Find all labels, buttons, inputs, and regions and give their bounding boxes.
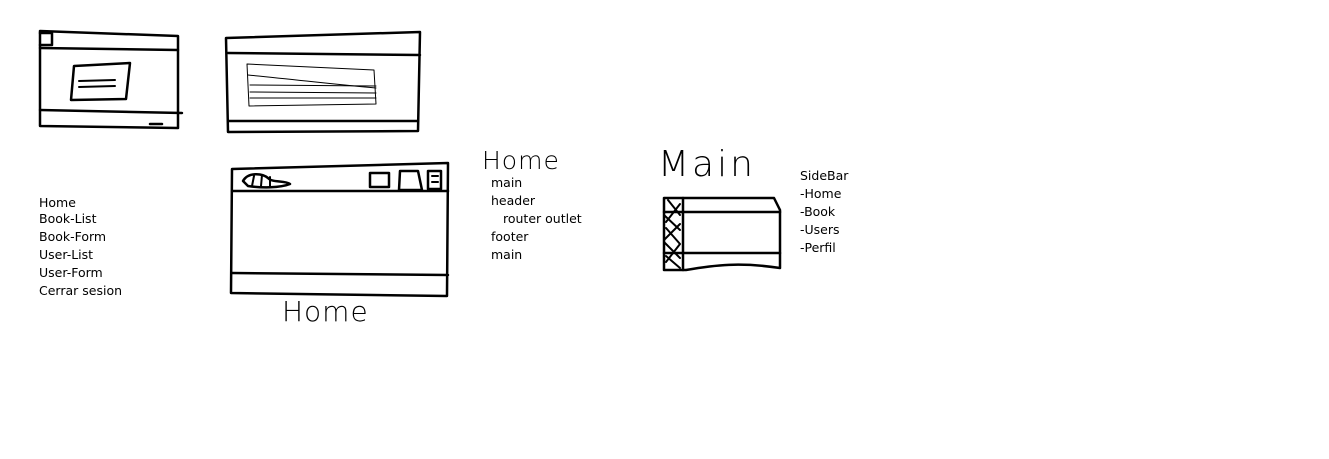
home-item-footer: footer (491, 229, 529, 244)
nav-item-user-form: User-Form (39, 265, 103, 280)
sidebar-item-book: -Book (800, 204, 836, 219)
navigation-list: Home Book-List Book-Form User-List User-… (39, 195, 122, 300)
nav-item-book-form: Book-Form (39, 229, 107, 244)
dialog-wireframe (38, 29, 184, 130)
panel-wireframe (224, 30, 422, 134)
nav-item-user-list: User-List (39, 247, 94, 262)
sidebar-item-perfil: -Perfil (800, 240, 836, 255)
main-title: Main (658, 144, 756, 185)
panel-content-lines (246, 63, 377, 107)
home-item-header: header (491, 193, 536, 208)
nav-item-book-list: Book-List (39, 211, 97, 226)
home-item-router-outlet: router outlet (503, 211, 582, 226)
home-structure-title: Home (482, 146, 560, 175)
nav-item-cerrar-sesion: Cerrar sesion (39, 283, 123, 298)
home-wireframe (229, 161, 450, 298)
home-item-main-2: main (491, 247, 523, 262)
sidebar-title: SideBar (800, 168, 849, 183)
home-item-main: main (491, 175, 523, 190)
main-wireframe (662, 196, 782, 272)
nav-item-home: Home (39, 195, 76, 210)
sidebar-item-home: -Home (800, 186, 842, 201)
home-caption: Home (282, 295, 369, 328)
sidebar-item-users: -Users (800, 222, 840, 237)
